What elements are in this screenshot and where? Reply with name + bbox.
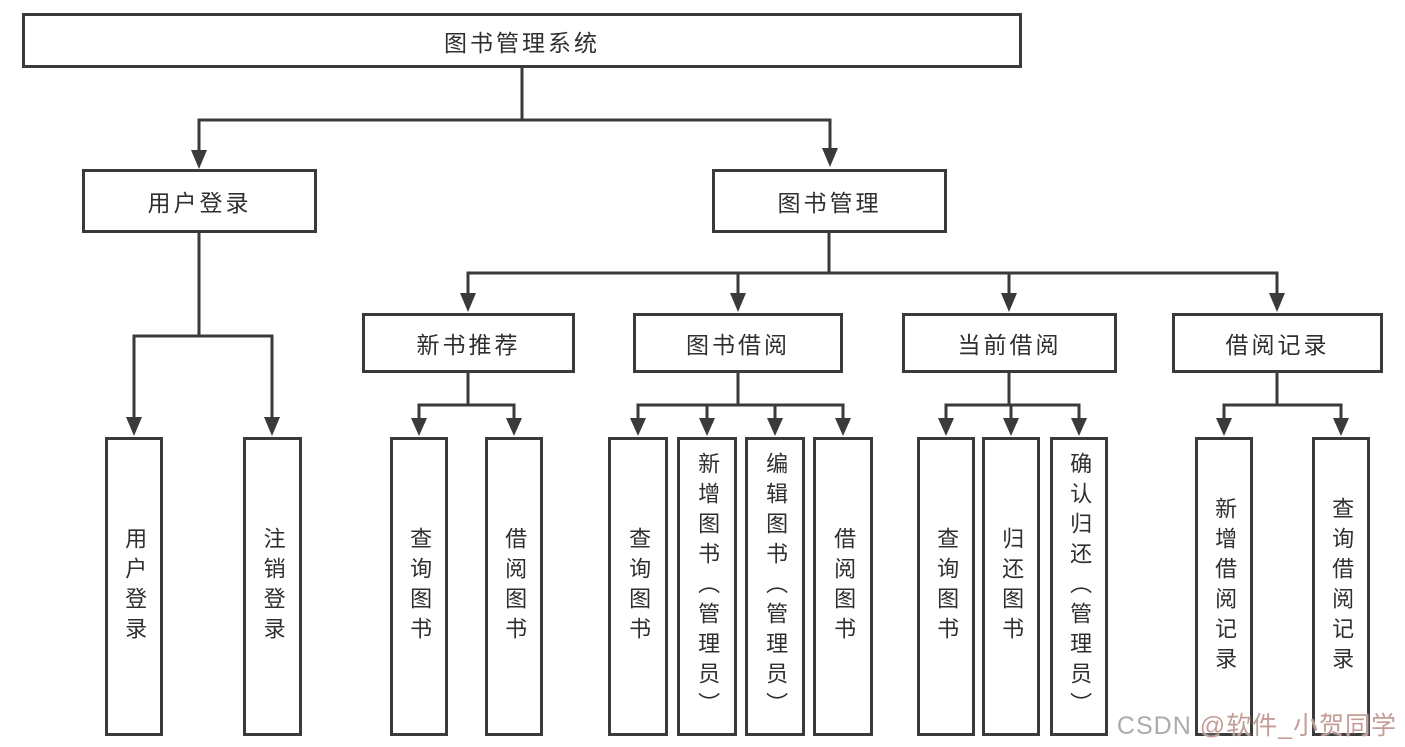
arrow-down-icon <box>1269 293 1285 312</box>
node-leaf-user-login: 用户登录 <box>105 437 163 736</box>
arrow-down-icon <box>1333 418 1349 436</box>
node-leaf-borrow-books: 借阅图书 <box>813 437 873 736</box>
node-label: 编辑图书（管理员） <box>763 451 789 722</box>
node-label: 借阅记录 <box>1225 332 1330 358</box>
watermark-brand: CSDN <box>1116 712 1200 740</box>
node-label: 新书推荐 <box>416 332 521 358</box>
node-leaf-confirm-return-admin: 确认归还（管理员） <box>1050 437 1108 736</box>
arrow-down-icon <box>767 418 783 436</box>
node-label: 用户登录 <box>122 526 148 647</box>
arrow-down-icon <box>730 293 746 312</box>
watermark: CSDN @软件_小贺同学 <box>1117 706 1397 742</box>
node-leaf-query-books: 查询图书 <box>608 437 668 736</box>
node-book-management: 图书管理 <box>712 169 947 233</box>
node-leaf-query-borrow-record: 查询借阅记录 <box>1312 437 1370 736</box>
arrow-down-icon <box>506 418 522 436</box>
node-label: 图书管理系统 <box>444 29 600 56</box>
arrow-down-icon <box>630 418 646 436</box>
node-label: 当前借阅 <box>957 332 1062 358</box>
node-label: 注销登录 <box>260 526 286 647</box>
node-leaf-add-books-admin: 新增图书（管理员） <box>677 437 737 736</box>
node-label: 借阅图书 <box>831 526 857 647</box>
node-label: 确认归还（管理员） <box>1067 451 1093 722</box>
arrow-down-icon <box>699 418 715 436</box>
watermark-handle: @软件_小贺同学 <box>1199 712 1397 740</box>
node-borrow-records: 借阅记录 <box>1172 313 1383 373</box>
node-leaf-add-borrow-record: 新增借阅记录 <box>1195 437 1253 736</box>
node-label: 借阅图书 <box>502 526 528 647</box>
arrow-down-icon <box>1003 418 1019 436</box>
node-label: 查询图书 <box>934 526 960 647</box>
node-label: 图书管理 <box>777 190 882 216</box>
node-new-book-recommend: 新书推荐 <box>362 313 575 373</box>
node-leaf-edit-books-admin: 编辑图书（管理员） <box>745 437 805 736</box>
node-label: 查询借阅记录 <box>1329 496 1355 677</box>
arrow-down-icon <box>1216 418 1232 436</box>
node-label: 查询图书 <box>626 526 652 647</box>
node-label: 归还图书 <box>999 526 1025 647</box>
node-label: 查询图书 <box>407 526 433 647</box>
arrow-down-icon <box>126 417 142 436</box>
node-leaf-borrow-books: 借阅图书 <box>485 437 543 736</box>
node-leaf-query-books: 查询图书 <box>390 437 448 736</box>
node-label: 图书借阅 <box>686 332 790 358</box>
node-book-borrowing: 图书借阅 <box>633 313 843 373</box>
node-label: 新增图书（管理员） <box>695 451 721 722</box>
arrow-down-icon <box>191 150 207 169</box>
arrow-down-icon <box>938 418 954 436</box>
node-current-borrowing: 当前借阅 <box>902 313 1117 373</box>
node-user-login: 用户登录 <box>82 169 317 233</box>
arrow-down-icon <box>1071 418 1087 436</box>
node-leaf-query-books: 查询图书 <box>917 437 975 736</box>
node-label: 用户登录 <box>147 190 252 216</box>
arrow-down-icon <box>1001 293 1017 312</box>
node-library-management-system: 图书管理系统 <box>22 13 1022 68</box>
node-leaf-return-books: 归还图书 <box>982 437 1040 736</box>
node-leaf-logout: 注销登录 <box>243 437 302 736</box>
arrow-down-icon <box>264 417 280 436</box>
arrow-down-icon <box>835 418 851 436</box>
arrow-down-icon <box>411 418 427 436</box>
arrow-down-icon <box>822 148 838 167</box>
node-label: 新增借阅记录 <box>1212 496 1238 677</box>
arrow-down-icon <box>460 293 476 312</box>
